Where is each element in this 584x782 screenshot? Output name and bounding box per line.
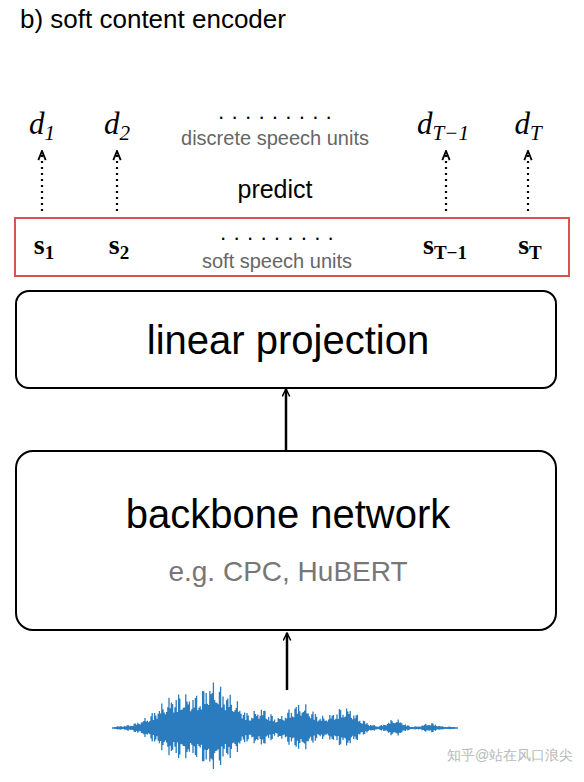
soft-units-box: s1s2· · · · · · · · ·sT−1sTsoft speech u… xyxy=(14,217,570,277)
symbol-subscript: T−1 xyxy=(433,121,470,145)
discrete-unit-symbol: dT−1 xyxy=(417,107,469,141)
soft-unit-symbol: sT xyxy=(518,230,542,261)
symbol-subscript: T xyxy=(529,242,542,263)
symbol-subscript: 1 xyxy=(45,242,55,263)
flow-arrow xyxy=(285,389,288,450)
symbol-base: s xyxy=(34,229,45,260)
ellipsis: · · · · · · · · · xyxy=(218,105,333,129)
symbol-base: d xyxy=(29,106,45,141)
symbol-base: d xyxy=(514,106,530,141)
predict-arrows xyxy=(42,151,528,211)
dotted-arrow xyxy=(527,151,529,211)
symbol-subscript: 2 xyxy=(120,242,130,263)
waveform xyxy=(112,683,458,769)
symbol-subscript: 2 xyxy=(119,121,130,145)
dotted-arrow xyxy=(116,151,118,211)
symbol-base: d xyxy=(104,106,120,141)
discrete-unit-symbol: d1 xyxy=(29,107,55,141)
dotted-arrow xyxy=(445,151,447,211)
box-title: backbone network xyxy=(126,492,451,536)
waveform-baseline xyxy=(112,727,458,729)
predict-label: predict xyxy=(237,176,312,204)
symbol-subscript: 1 xyxy=(44,121,55,145)
dotted-arrow xyxy=(41,151,43,211)
process-box: backbone network e.g. CPC, HuBERT xyxy=(15,450,557,631)
units-caption: discrete speech units xyxy=(181,127,369,149)
symbol-subscript: T xyxy=(530,121,542,145)
symbol-base: s xyxy=(518,229,529,260)
ellipsis: · · · · · · · · · xyxy=(220,226,335,250)
symbol-base: s xyxy=(109,229,120,260)
soft-unit-symbol: s1 xyxy=(34,230,54,261)
soft-unit-symbol: s2 xyxy=(109,230,129,261)
symbol-base: s xyxy=(423,229,434,260)
waveform-signal xyxy=(115,683,455,769)
box-title: linear projection xyxy=(147,318,429,362)
input-arrow xyxy=(286,633,289,690)
process-box: linear projection xyxy=(15,290,557,389)
discrete-unit-symbol: dT xyxy=(514,107,541,141)
soft-unit-symbol: sT−1 xyxy=(423,230,467,261)
box-subtitle: e.g. CPC, HuBERT xyxy=(168,557,407,588)
watermark: 知乎@站在风口浪尖 xyxy=(447,748,573,763)
units-caption: soft speech units xyxy=(202,250,352,272)
discrete-unit-symbol: d2 xyxy=(104,107,130,141)
symbol-base: d xyxy=(417,106,433,141)
diagram-title: b) soft content encoder xyxy=(20,4,286,35)
symbol-subscript: T−1 xyxy=(434,242,467,263)
